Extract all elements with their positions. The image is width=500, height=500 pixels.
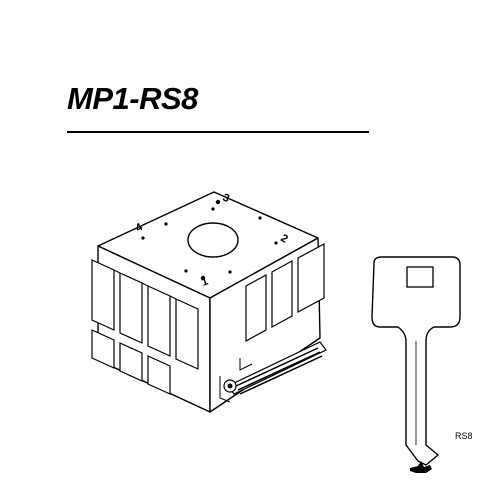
- key-blank-drawing: [371, 256, 461, 473]
- key-label: RS8: [455, 431, 473, 441]
- key-window: [406, 266, 434, 288]
- face-number-1: 1: [200, 275, 210, 288]
- face-number-2: 2: [279, 232, 290, 245]
- block-bore: [187, 222, 239, 258]
- key-profile-icon: [410, 461, 432, 473]
- face-number-3: 3: [221, 192, 231, 205]
- title-underline: [67, 131, 369, 133]
- fixture-block-drawing: 3 4 2 1: [91, 191, 327, 413]
- page-title: MP1-RS8: [67, 81, 198, 116]
